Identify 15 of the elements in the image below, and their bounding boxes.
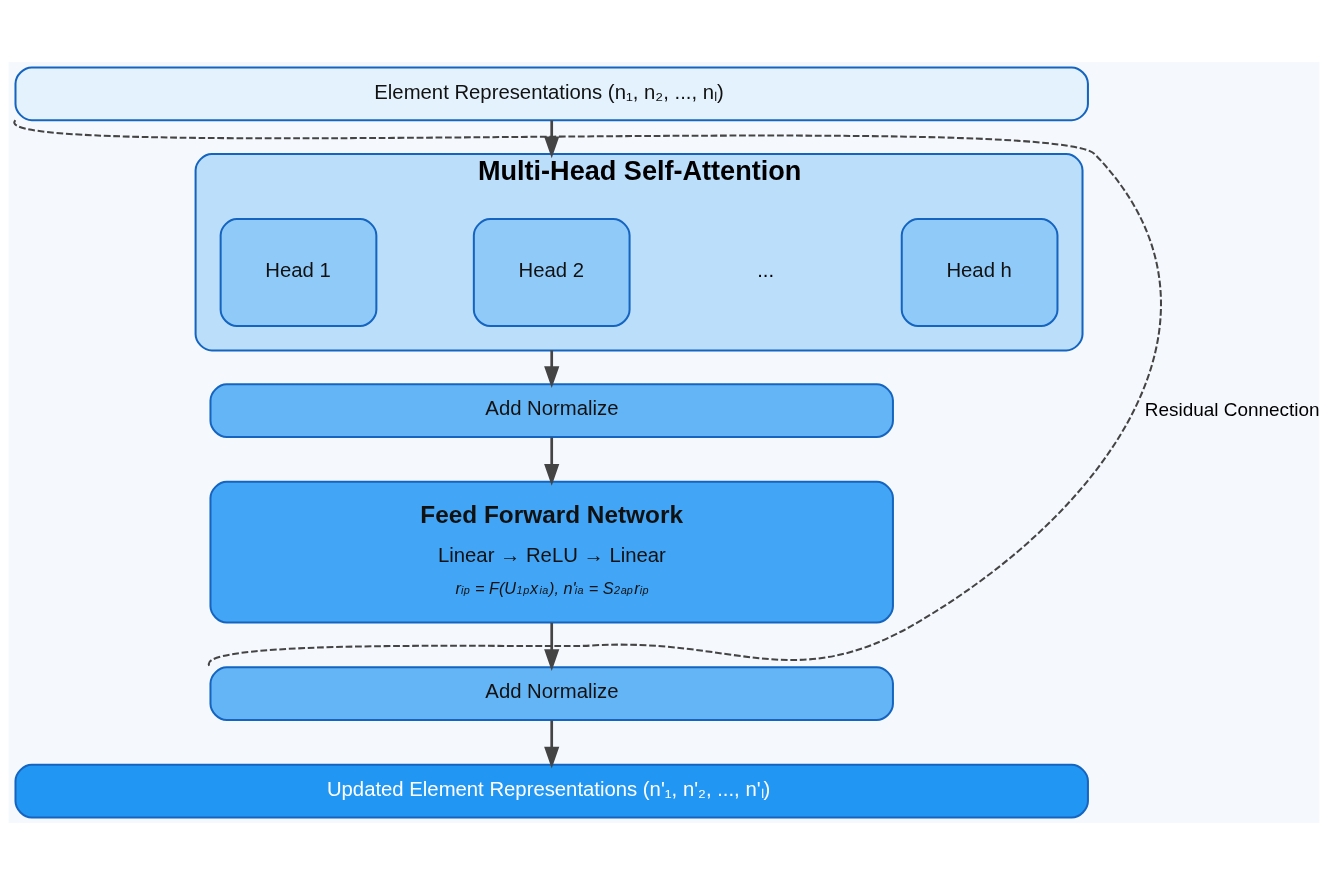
node-box: Add Normalize (209, 666, 894, 722)
node-box: Element Representations (n₁, n₂, ..., nₗ) (14, 66, 1089, 122)
edge-label: Residual Connection (1144, 398, 1320, 420)
arrow (544, 720, 560, 769)
node-box: Add Normalize (209, 383, 894, 439)
node-box: Updated Element Representations (n'₁, n'₂, ..., n'ₗ) (14, 763, 1089, 819)
node-box: Head 1 (219, 218, 378, 328)
node-box: Feed Forward Network Linear → ReLU → Linear rip = F(U1pxia), n'ia = S2aprip (209, 480, 894, 624)
arrow (544, 622, 560, 671)
node-box: Head h (900, 218, 1059, 328)
arrow (544, 120, 560, 159)
arrow (544, 437, 560, 486)
label: ... (757, 259, 775, 282)
node-box: Head 2 (472, 218, 631, 328)
arrow (544, 350, 560, 389)
